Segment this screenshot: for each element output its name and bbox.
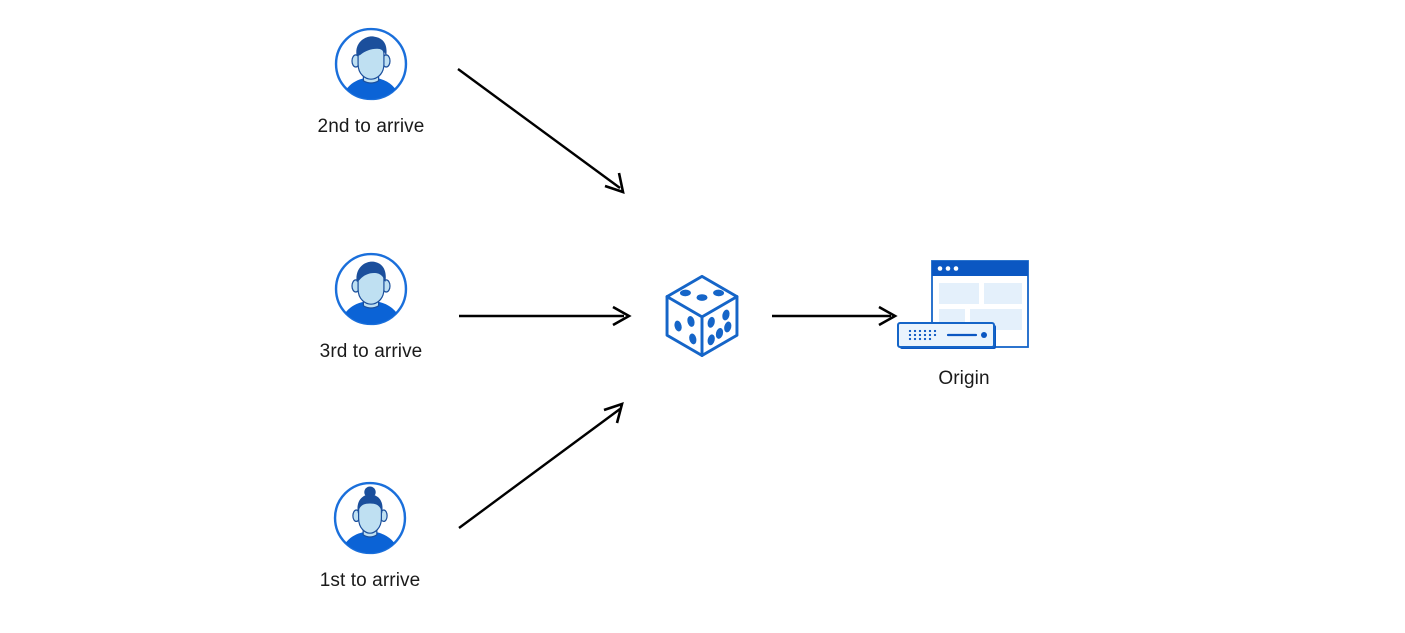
server-vents-icon: [908, 329, 937, 341]
avatar-bun-hair-icon: [333, 481, 407, 555]
dice-left-pips: [674, 316, 697, 345]
arrow-dice-to-origin: [772, 305, 898, 327]
dice-top-pips: [679, 289, 725, 301]
origin-label: Origin: [938, 368, 990, 389]
arrow-3rd-to-dice: [459, 305, 632, 327]
avatar-short-hair-icon: [334, 252, 408, 326]
server-led-icon: [981, 332, 987, 338]
client-label-2nd: 2nd to arrive: [317, 116, 425, 137]
dice-icon: [665, 274, 739, 357]
client-label-3rd: 3rd to arrive: [319, 341, 423, 362]
arrow-1st-to-dice: [458, 402, 624, 529]
client-label-1st: 1st to arrive: [319, 570, 421, 591]
avatar-short-hair-icon: [334, 27, 408, 101]
dice-right-pips: [707, 309, 732, 346]
origin-server-icon: [897, 260, 1029, 349]
server-appliance-icon: [897, 322, 996, 349]
